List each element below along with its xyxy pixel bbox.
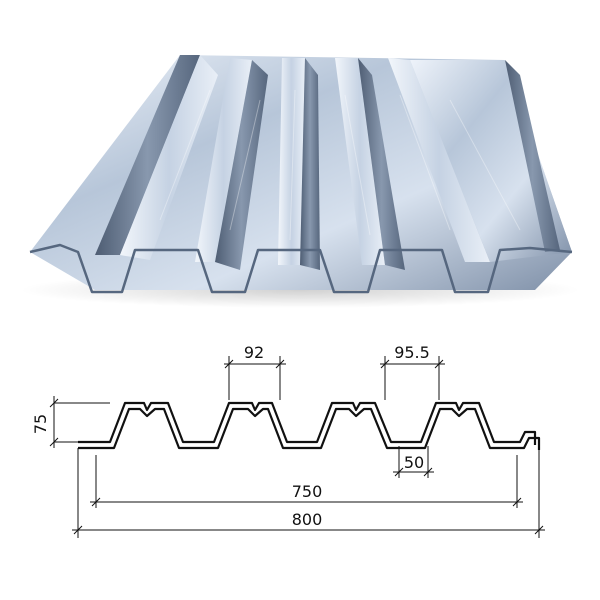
dim-750-tick-left — [91, 497, 101, 507]
dim-50-tick-right — [423, 467, 433, 477]
rib-2-side — [215, 60, 268, 270]
rib-5-top — [388, 58, 490, 262]
profile-outline — [78, 401, 537, 445]
rib-5-side — [410, 60, 572, 262]
top-flange-width-label: 92 — [244, 343, 264, 362]
rib-3-top — [278, 58, 305, 265]
rib-2-top — [195, 58, 252, 262]
profile-drawing — [78, 401, 541, 450]
profile-outline-inner — [78, 407, 541, 450]
dimension-lines — [49, 356, 545, 538]
bottom-width-label: 50 — [404, 453, 424, 472]
rib-1-light-face — [120, 55, 218, 260]
rib-4-top — [335, 58, 385, 265]
effective-width-label: 750 — [292, 482, 323, 501]
dim-750-tick-right — [512, 497, 522, 507]
total-width-label: 800 — [292, 510, 323, 529]
steel-deck-photo — [20, 55, 580, 308]
height-dim-tick-bottom — [49, 437, 59, 447]
dim-50-tick-left — [394, 467, 404, 477]
galvanized-texture — [159, 89, 521, 241]
rib-3-side — [300, 58, 320, 270]
dim-800-tick-left — [73, 525, 83, 535]
sheet-front-edge — [29, 243, 573, 294]
dim-800-tick-right — [534, 525, 544, 535]
dim-92-tick-right — [275, 359, 285, 369]
rib-1-dark-face — [95, 55, 200, 255]
rib-5-edge — [505, 60, 560, 252]
height-label: 75 — [31, 414, 50, 434]
height-dim-tick-top — [49, 398, 59, 408]
dim-95-tick-left — [380, 359, 390, 369]
top-flange-width-2-label: 95.5 — [394, 343, 430, 362]
dim-92-tick-left — [224, 359, 234, 369]
rib-4-side — [358, 58, 405, 270]
dim-95-tick-right — [434, 359, 444, 369]
